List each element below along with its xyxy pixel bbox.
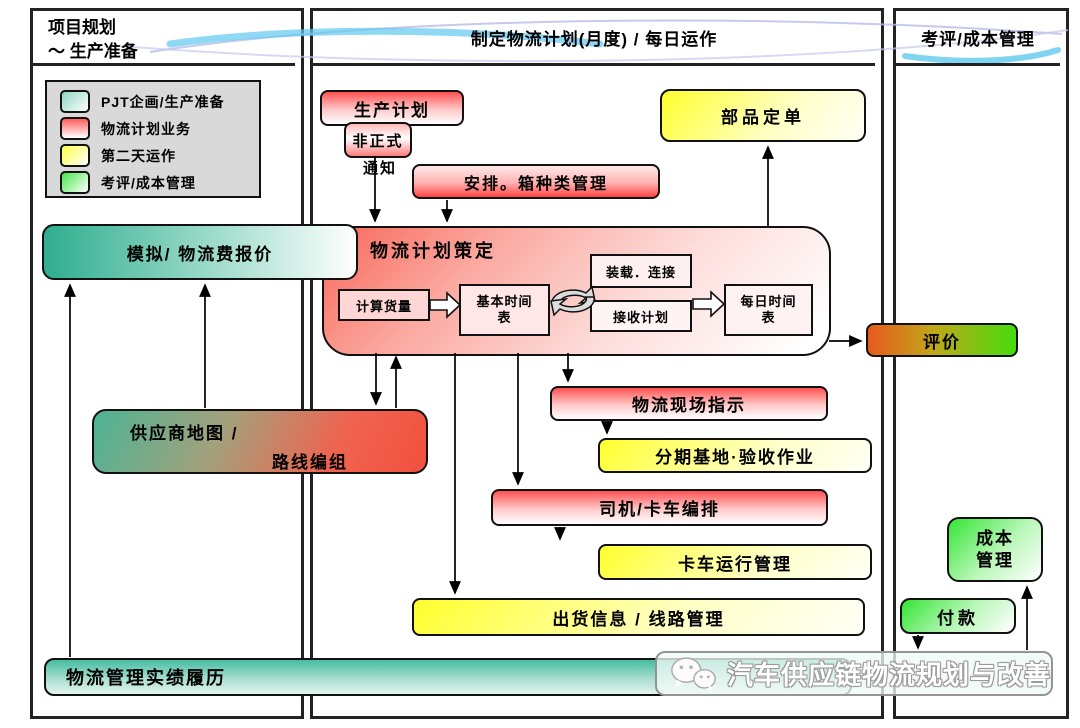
informal-notice-box: 非正式 [344,122,412,158]
legend-label: 第二天运作 [101,147,176,164]
legend-item-pjt: PJT企画/生产准备 [47,88,259,115]
daily-timetable-box: 每日时间 表 [724,284,813,336]
legend-label: 物流计划业务 [101,120,191,137]
legend-item-logistics: 物流计划业务 [47,115,259,142]
basic-timetable-box: 基本时间 表 [459,284,550,336]
simulation-quote-box: 模拟/ 物流费报价 [42,224,358,280]
middle-header-cell [313,11,875,66]
supplier-map-box: 供应商地图 / 路线编组 [92,409,428,474]
left-column-title: 项目规划 ～ 生产准备 [48,16,138,64]
supplier-map-line2: 路线编组 [272,453,348,472]
legend-item-evalcost: 考评/成本管理 [47,169,259,196]
evaluation-box: 评价 [866,323,1018,357]
cost-mgmt-box: 成本 管理 [947,517,1043,582]
right-header-cell [896,11,1060,66]
watermark-text: 汽车供应链物流规划与改善 [726,660,1051,690]
history-bar-label: 物流管理实绩履历 [66,668,226,688]
calc-cargo-box: 计算货量 [338,289,430,321]
middle-column-title: 制定物流计划(月度) / 每日运作 [470,29,718,49]
wechat-icon [671,656,716,691]
production-plan-box: 生产计划 [320,90,464,126]
supplier-map-line1: 供应商地图 / [130,424,239,443]
column-project-planning [30,8,304,719]
legend-label: 考评/成本管理 [101,174,196,191]
loading-connect-box: 装载．连接 [590,254,692,288]
legend-box: PJT企画/生产准备 物流计划业务 第二天运作 考评/成本管理 [45,80,261,198]
truck-ops-box: 卡车运行管理 [598,544,872,580]
legend-swatch-red [60,117,90,140]
arrangement-box: 安排。箱种类管理 [412,164,660,199]
legend-swatch-teal [60,90,90,113]
left-header-cell [33,11,295,66]
payment-box: 付款 [900,598,1016,634]
legend-item-nextday: 第二天运作 [47,142,259,169]
watermark-banner: 汽车供应链物流规划与改善 [655,651,1053,696]
parts-order-box: 部品定单 [660,89,866,142]
driver-truck-box: 司机/卡车编排 [491,489,828,526]
left-title-line2: ～ 生产准备 [48,41,138,61]
left-title-line1: 项目规划 [48,18,116,37]
legend-label: PJT企画/生产准备 [101,93,225,110]
informal-notice-label: 通知 [362,160,397,177]
column-logistics-plan [310,8,884,719]
legend-swatch-yellow [60,144,90,167]
column-evaluation-cost [893,8,1069,719]
logistics-planning-title: 物流计划策定 [370,241,496,261]
site-instruction-box: 物流现场指示 [550,386,828,421]
right-column-title: 考评/成本管理 [921,29,1035,49]
receive-plan-box: 接收计划 [590,300,692,332]
staging-acceptance-box: 分期基地·验收作业 [598,438,872,473]
shipping-info-box: 出货信息 / 线路管理 [412,598,865,636]
legend-swatch-green [60,171,90,194]
